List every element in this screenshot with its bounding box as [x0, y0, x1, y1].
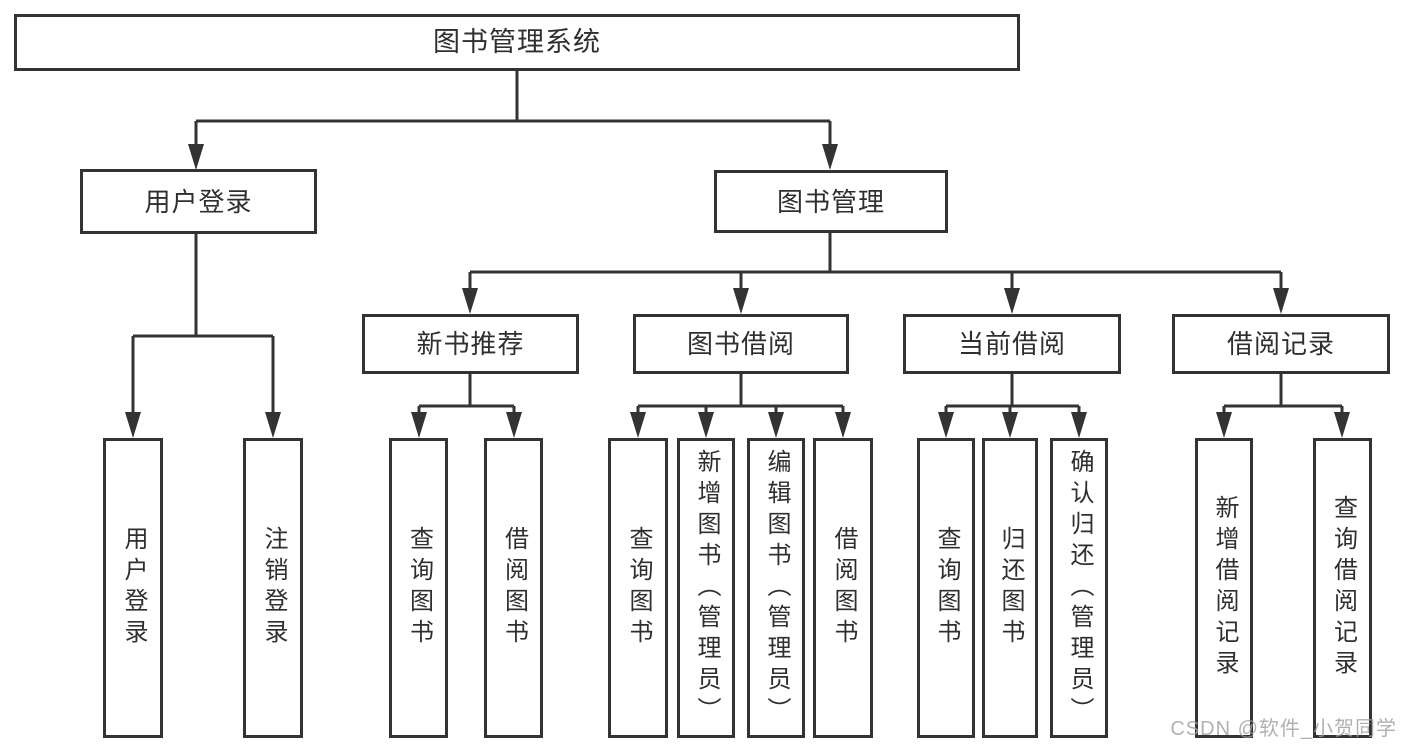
leaf-logout-label: 注销登录 — [260, 526, 287, 650]
leaf-add-borrow-record: 新增借阅记录 — [1195, 438, 1253, 738]
leaf-add-borrow-record-label: 新增借阅记录 — [1211, 495, 1238, 681]
node-user-login-label: 用户登录 — [144, 186, 253, 217]
leaf-return-books: 归还图书 — [982, 438, 1038, 738]
connector-book-management-children — [462, 233, 1289, 314]
leaf-borrow-books: 借阅图书 — [813, 438, 873, 738]
leaf-query-books-borrow-label: 查询图书 — [625, 526, 652, 650]
leaf-confirm-return-admin: 确认归还（管理员） — [1050, 438, 1108, 738]
leaf-query-books-current-label: 查询图书 — [933, 526, 960, 650]
node-book-management: 图书管理 — [714, 170, 948, 233]
node-new-book-recommend-label: 新书推荐 — [416, 329, 525, 359]
leaf-query-books-recommend: 查询图书 — [389, 438, 448, 738]
leaf-query-books-borrow: 查询图书 — [608, 438, 668, 738]
node-borrow-records-label: 借阅记录 — [1226, 329, 1335, 359]
node-book-borrow-label: 图书借阅 — [686, 329, 795, 359]
leaf-query-borrow-record-label: 查询借阅记录 — [1329, 495, 1357, 681]
leaf-logout: 注销登录 — [243, 438, 303, 738]
leaf-borrow-books-label: 借阅图书 — [830, 526, 857, 650]
connector-current-borrow-children — [938, 374, 1087, 438]
node-user-login: 用户登录 — [80, 169, 317, 234]
csdn-watermark: CSDN @软件_小贺同学 — [1170, 718, 1397, 740]
node-current-borrow-label: 当前借阅 — [957, 329, 1066, 359]
connector-book-borrow-children — [630, 374, 851, 438]
leaf-user-login: 用户登录 — [103, 438, 163, 738]
leaf-query-borrow-record: 查询借阅记录 — [1313, 438, 1372, 738]
leaf-user-login-label: 用户登录 — [120, 526, 147, 650]
leaf-edit-book-admin-label: 编辑图书（管理员） — [763, 448, 790, 728]
connector-user-login-children — [125, 234, 281, 438]
node-new-book-recommend: 新书推荐 — [362, 314, 579, 374]
leaf-borrow-books-recommend-label: 借阅图书 — [500, 526, 528, 650]
leaf-query-books-current: 查询图书 — [917, 438, 975, 738]
connector-root-to-level2 — [188, 71, 838, 170]
leaf-add-book-admin: 新增图书（管理员） — [677, 438, 735, 738]
leaf-return-books-label: 归还图书 — [997, 526, 1024, 650]
leaf-borrow-books-recommend: 借阅图书 — [484, 438, 543, 738]
node-book-borrow: 图书借阅 — [633, 314, 849, 374]
node-book-management-label: 图书管理 — [776, 186, 885, 217]
leaf-edit-book-admin: 编辑图书（管理员） — [747, 438, 805, 738]
node-root-system-label: 图书管理系统 — [433, 27, 601, 57]
leaf-confirm-return-admin-label: 确认归还（管理员） — [1066, 448, 1093, 728]
node-current-borrow: 当前借阅 — [903, 314, 1121, 374]
connector-new-book-children — [411, 374, 522, 438]
leaf-add-book-admin-label: 新增图书（管理员） — [693, 448, 720, 728]
node-borrow-records: 借阅记录 — [1172, 314, 1390, 374]
connector-borrow-records-children — [1216, 374, 1350, 438]
leaf-query-books-recommend-label: 查询图书 — [405, 526, 433, 650]
node-root-system: 图书管理系统 — [14, 14, 1020, 71]
